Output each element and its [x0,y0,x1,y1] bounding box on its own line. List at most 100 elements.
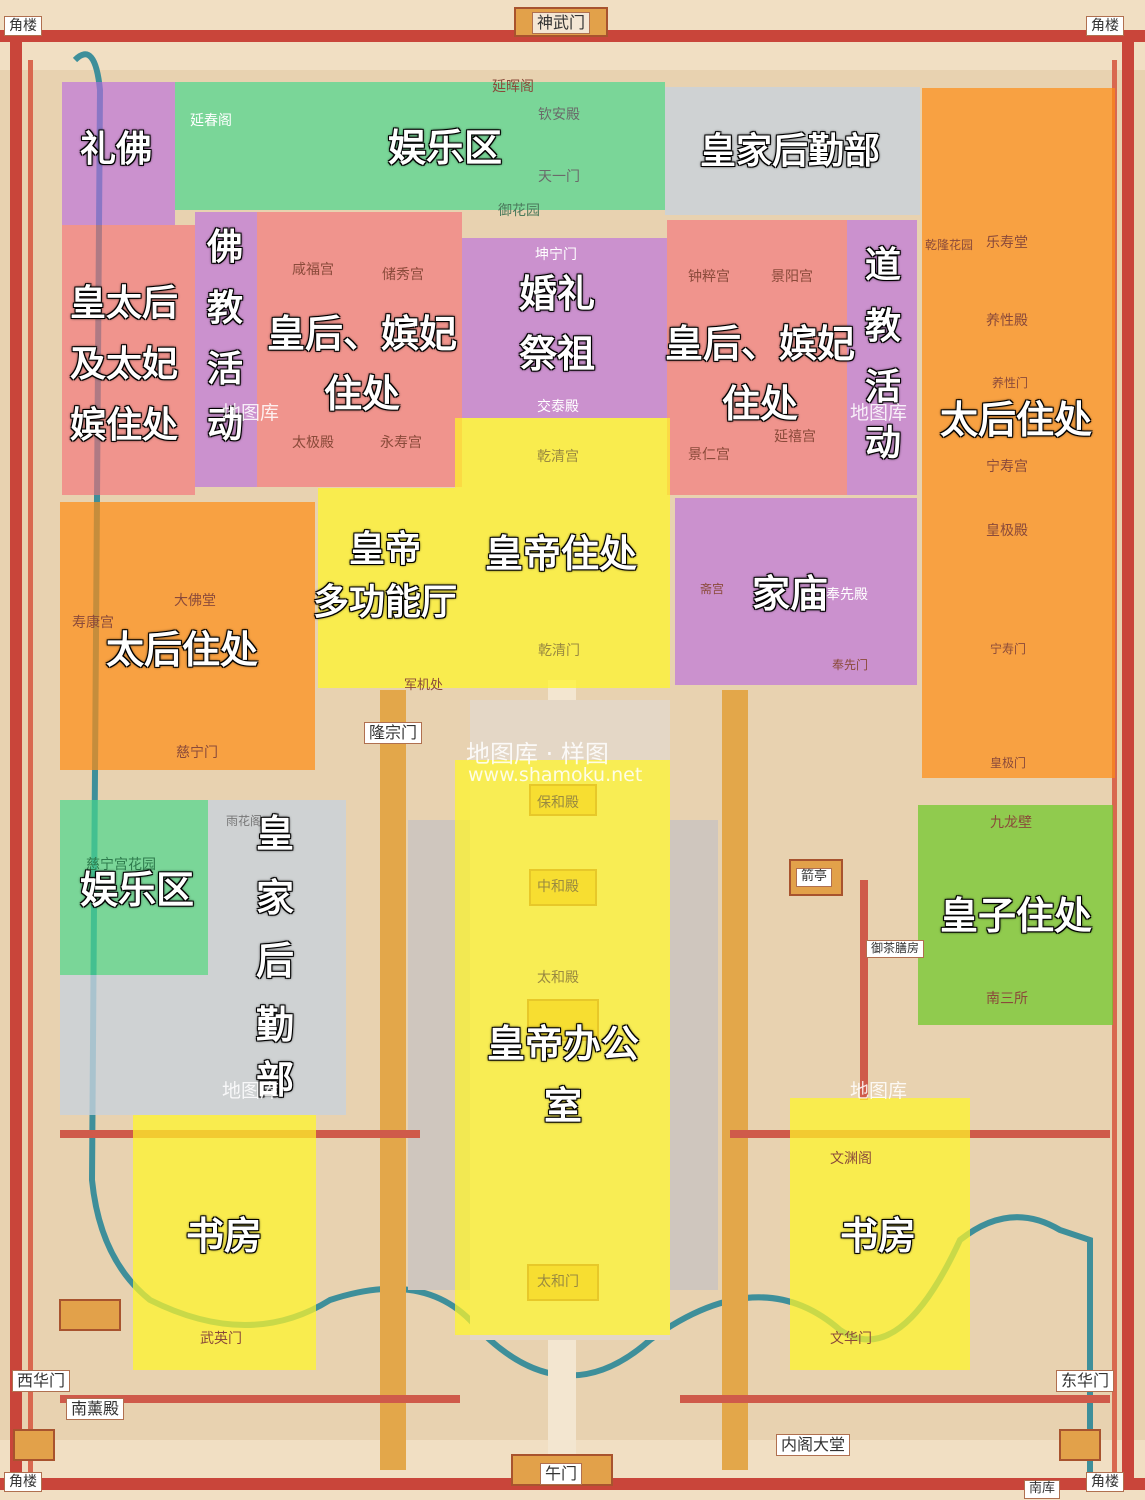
zone-label-huanghou-east-line: 皇后、嫔妃 [664,322,855,366]
zone-jiamiao-area [675,498,917,685]
zone-label-yule-south: 娱乐区 [80,868,195,912]
zone-taihou-sw-area [60,502,315,770]
zone-label-huanghou-west-line: 皇后、嫔妃 [266,312,457,356]
zone-label-lifo: 礼佛 [80,129,153,170]
zone-label-taihou-west: 皇太后 及太妃 嫔住处 [64,282,184,448]
place-qinandian: 钦安殿 [538,107,580,123]
zone-shufang-east-area [790,1098,970,1370]
place-yanxigong: 延禧宫 [774,429,816,445]
zone-shufang-west-area [133,1115,316,1370]
place-wenyuange: 文渊阁 [830,1151,872,1167]
place-xianfugong: 咸福宫 [292,262,334,278]
zone-lifo-area [62,82,175,225]
zone-label-huanghou-east-line: 住处 [721,381,798,426]
zone-label-jiamiao: 家庙 [752,572,829,616]
zone-huangzi-area [918,805,1113,1025]
corner-tower-sw: 角楼 [4,1472,42,1493]
place-cininghuayuan: 慈宁宫花园 [86,857,156,873]
place-taijidian: 太极殿 [292,435,334,451]
place-jingyanggong: 景阳宫 [771,269,813,285]
zone-label-hunli-line: 婚礼 [518,272,595,316]
place-jianting: 箭亭 [796,868,833,887]
hall-nanxundian: 南薰殿 [66,1398,125,1421]
zone-label-daojiao: 道 教 活 动 [860,244,906,465]
place-jingrengong: 景仁宫 [688,447,730,463]
place-yuchashanfang: 御茶膳房 [866,940,925,958]
place-zhaigong: 斋宫 [700,582,725,596]
place-wenhuamen: 文华门 [830,1331,872,1347]
place-yangxingmen: 养性门 [992,376,1029,390]
place-huangjimen: 皇极门 [990,756,1027,770]
gate-xihuamen: 西华门 [12,1370,71,1393]
place-yongshougong: 永寿宫 [380,435,422,451]
zone-daojiao-area [847,220,917,495]
zone-label-huangzi: 皇子住处 [940,894,1093,938]
zone-yule-south-area [60,800,208,975]
zone-taihou-east-area [922,88,1115,778]
zone-hunli-area [462,238,667,418]
gate-wumen: 午门 [540,1463,583,1486]
zone-label-houqin-south-char: 皇 [255,812,294,856]
zone-label-duogongneng: 皇帝 多功能厅 [305,528,465,624]
zone-label-fojiao-char: 佛 [206,227,243,268]
place-nansansuo: 南三所 [986,991,1028,1007]
zone-label-houqin-north: 皇家后勤部 [700,131,881,172]
zone-label-taihou-east: 太后住处 [940,398,1093,442]
corner-tower-se: 角楼 [1086,1472,1124,1493]
zone-huangdi-zhuchu-area [455,418,670,688]
place-tianyimen: 天一门 [538,169,580,185]
corner-tower-nw: 角楼 [4,16,42,37]
gate-shenwumen: 神武门 [532,12,591,35]
zone-label-duogongneng-line: 多功能厅 [312,582,457,624]
gate-longzongmen: 隆宗门 [364,722,423,745]
zone-label-daojiao-char: 活 [864,367,901,409]
zone-label-huangdi-zhuchu: 皇帝住处 [485,532,638,576]
zone-label-houqin-south-char: 后 [255,939,294,984]
zone-label-huanghou-west: 皇后、嫔妃 住处 [262,312,462,417]
place-wuyingmen: 武英门 [200,1331,242,1347]
place-cininggong: 慈宁门 [176,745,218,761]
zone-taihou-west-area [62,225,195,495]
zone-label-houqin-south: 皇 家 后 勤 部 [252,812,298,1104]
place-qianlonghuayuan: 乾隆花园 [925,238,974,252]
zone-label-houqin-south-char: 勤 [255,1002,294,1047]
zone-label-yule-north: 娱乐区 [388,126,503,170]
place-ningshoumen: 宁寿门 [990,642,1027,656]
zone-label-daojiao-char: 道 [864,245,901,286]
place-fengxianmen: 奉先门 [832,658,869,672]
place-junjichu: 军机处 [404,678,444,693]
place-yanhuilou: 延晖阁 [492,79,534,95]
zone-label-taihou-sw: 太后住处 [106,628,259,672]
zone-duogongneng-area [318,488,455,688]
zone-huanghou-west-area [257,212,462,487]
zone-label-fojiao-char: 教 [206,288,243,330]
zone-label-daojiao-char: 教 [864,306,901,348]
place-kunningmen: 坤宁门 [535,247,577,263]
zone-label-shufang-west: 书房 [186,1214,263,1258]
place-dafotang: 大佛堂 [174,593,216,609]
watermark-site-4: 地图库 [850,1080,908,1102]
watermark-brand: 地图库 · 样图 [466,740,609,768]
place-qianqingmen: 乾清门 [538,643,580,659]
zone-label-houqin-south-char: 部 [255,1058,294,1103]
zone-huanghou-east-area [667,220,847,495]
hall-neigedatang: 内阁大堂 [776,1434,851,1457]
zone-label-duogongneng-line: 皇帝 [348,529,421,570]
zone-label-taihou-west-line: 及太妃 [69,344,178,386]
watermark-url: www.shamoku.net [468,764,643,786]
zone-fojiao-area [195,212,257,487]
zone-label-fojiao: 佛 教 活 动 [202,226,248,447]
zone-label-hunli-line: 祭祖 [518,331,595,376]
zone-label-bangong-line: 皇帝办公 [486,1022,639,1066]
place-leshoutang: 乐寿堂 [986,235,1028,251]
watermark-site-1: 地图库 [222,402,280,424]
zone-bangong-area [455,760,670,1335]
place-shoukanggong: 寿康宫 [72,615,114,631]
zone-houqin-south-a [208,800,346,975]
watermark-site-2: 地图库 [850,402,908,424]
place-huangjidian: 皇极殿 [986,523,1028,539]
place-zhonghedian: 中和殿 [537,879,579,895]
zone-label-fojiao-char: 活 [206,349,243,391]
gate-donghuamen: 东华门 [1056,1370,1115,1393]
